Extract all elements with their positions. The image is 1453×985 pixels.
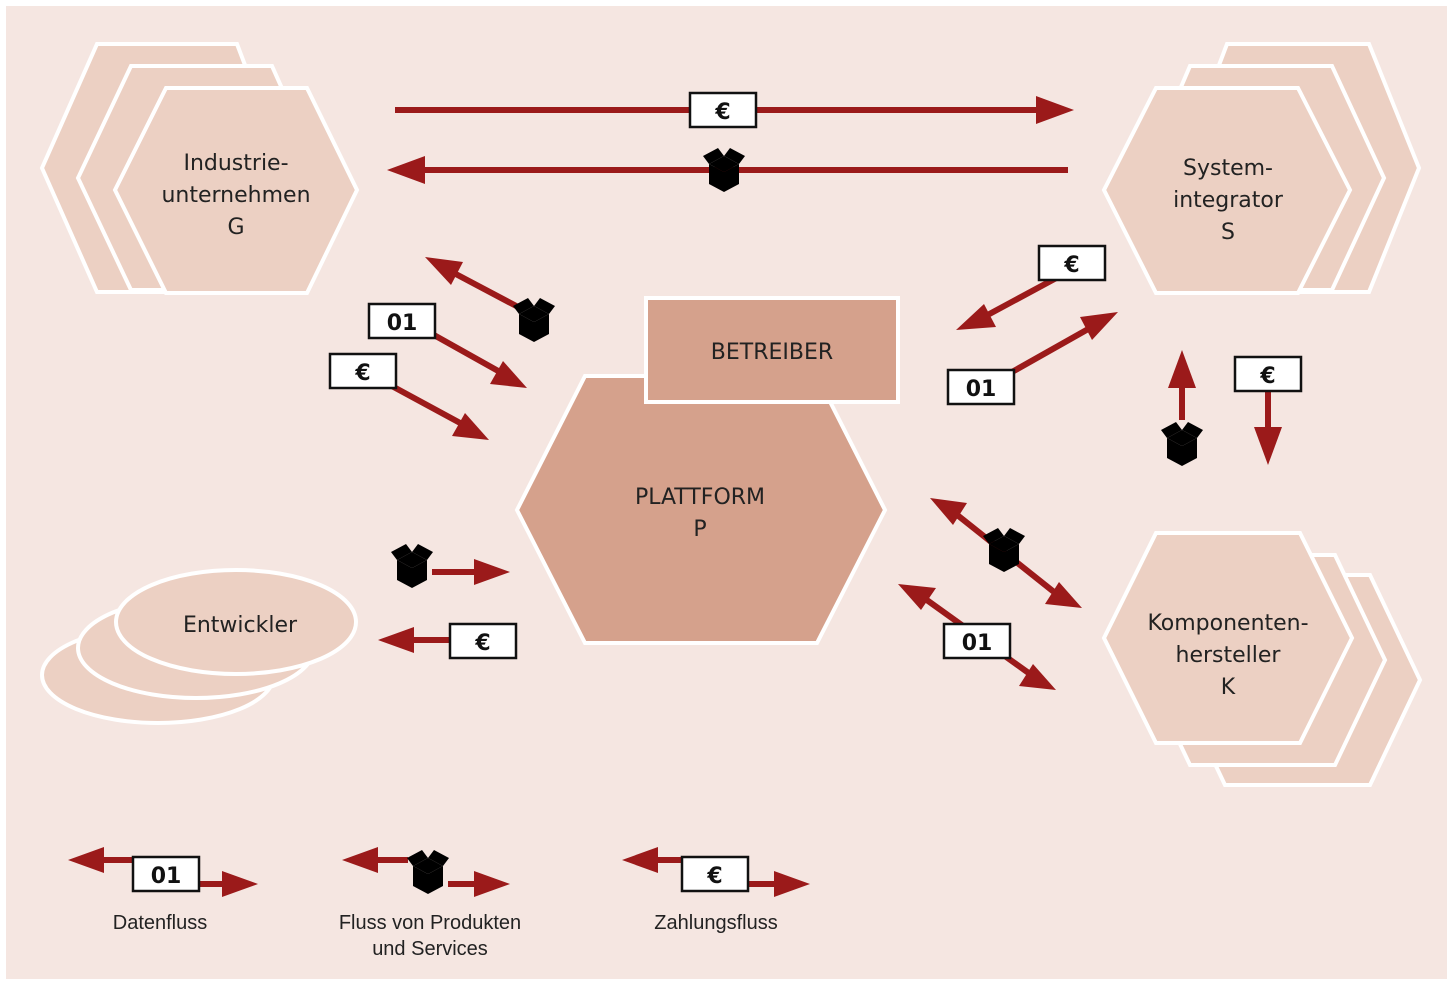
legend-payment-flow-label: Zahlungsfluss (654, 912, 777, 934)
komponenten-label-line2: hersteller (1176, 643, 1282, 668)
arrow-p-k-data: 01 (898, 584, 1056, 690)
system-label-line2: integrator (1173, 188, 1284, 213)
tag-data (367, 302, 437, 340)
arrow-p-to-g-product (425, 257, 555, 342)
legend-product-flow: Fluss von Produkten und Services (339, 847, 521, 960)
tag-data-text: 01 (962, 631, 993, 656)
tag-data (946, 368, 1016, 406)
industrie-label-line2: unternehmen (161, 183, 310, 208)
plattform-label-line1: PLATTFORM (635, 485, 765, 510)
arrow-g-to-p-payment: € (328, 352, 489, 440)
tag-euro (688, 91, 758, 129)
legend-data-flow-label: Datenfluss (113, 912, 208, 934)
komponenten-label-line1: Komponenten- (1147, 611, 1308, 636)
tag-euro (1037, 244, 1107, 282)
plattform-label-line2: P (693, 517, 706, 542)
legend-data-flow: 01 Datenfluss (68, 847, 258, 934)
system-label-line3: S (1221, 220, 1235, 245)
betreiber-label: BETREIBER (711, 340, 833, 365)
komponenten-node: Komponenten- hersteller K (1101, 531, 1423, 787)
tag-euro (448, 622, 518, 660)
entwickler-label: Entwickler (183, 613, 298, 638)
plattform-node: PLATTFORM P (514, 374, 888, 645)
tag-euro-text: € (354, 361, 370, 386)
legend: 01 Datenfluss Fluss von Produkten und Se… (68, 847, 810, 960)
arrow-p-to-e-payment: € (378, 622, 518, 660)
komponenten-label-line3: K (1221, 675, 1236, 700)
industrie-label-line3: G (227, 215, 244, 240)
tag-euro (328, 352, 398, 390)
tag-data-text: 01 (151, 864, 182, 889)
tag-euro-text: € (714, 100, 730, 125)
tag-data (942, 622, 1012, 660)
tag-data-text: 01 (387, 311, 418, 336)
arrow-s-to-g-product (387, 148, 1068, 192)
arrow-s-to-p-payment: € (956, 244, 1107, 330)
arrow-g-to-p-data: 01 (367, 302, 527, 388)
arrow-k-to-s-product (1161, 350, 1203, 466)
betreiber-node: BETREIBER (644, 296, 900, 404)
arrow-g-to-s-payment: € (395, 91, 1074, 129)
tag-data (131, 855, 201, 893)
legend-payment-flow: € Zahlungsfluss (622, 847, 810, 934)
tag-euro (680, 855, 750, 893)
tag-euro-text: € (474, 631, 490, 656)
tag-euro (1233, 355, 1303, 393)
system-label-line1: System- (1183, 156, 1273, 181)
arrow-p-k-product (930, 498, 1082, 608)
industrie-label-line1: Industrie- (183, 151, 288, 176)
systemintegrator-node: System- integrator S (1101, 42, 1422, 295)
legend-product-flow-label-line1: Fluss von Produkten (339, 912, 521, 934)
arrow-p-to-s-data: 01 (946, 312, 1118, 406)
tag-euro-text: € (1259, 364, 1275, 389)
tag-euro-text: € (706, 864, 722, 889)
arrow-e-to-p-product (391, 544, 510, 588)
legend-product-flow-label-line2: und Services (372, 938, 488, 960)
industrie-node: Industrie- unternehmen G (39, 42, 360, 295)
tag-data-text: 01 (966, 377, 997, 402)
arrow-s-to-k-payment: € (1233, 355, 1303, 465)
entwickler-node: Entwickler (40, 568, 358, 725)
tag-euro-text: € (1063, 253, 1079, 278)
